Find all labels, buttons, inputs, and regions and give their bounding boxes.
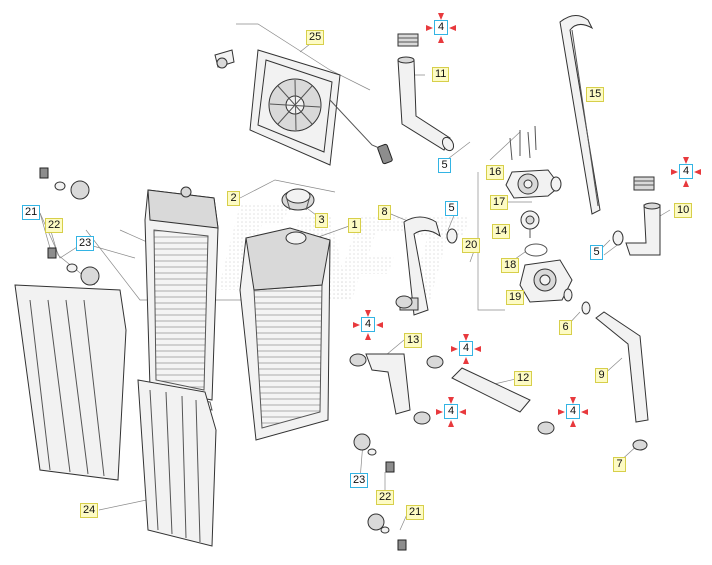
callout-23-lower: 23 [350,473,369,488]
callout-4-right: 4 [671,157,701,187]
callout-25: 25 [306,30,325,45]
callout-4-left-label: 4 [361,317,375,332]
callout-18: 18 [501,258,520,273]
callout-3: 3 [315,213,328,228]
callout-9: 9 [595,368,608,383]
hose-right [612,176,661,256]
bolts-left [39,167,100,286]
callout-19: 19 [506,290,525,305]
callout-13: 13 [404,333,423,348]
hose-lower-right [581,301,649,451]
hose-lower-left [349,295,444,425]
callout-21-left: 21 [22,205,41,220]
callout-2: 2 [227,191,240,206]
pump-cover [519,259,573,303]
callout-15: 15 [586,87,605,102]
callout-4-top-label: 4 [434,20,448,35]
callout-4-right-label: 4 [679,164,693,179]
radiator-right [239,227,331,441]
callout-4-lower-right-label: 4 [566,404,580,419]
callout-6: 6 [559,320,572,335]
radiator-fan [214,49,393,166]
thermostat [520,210,540,238]
callout-16: 16 [486,165,505,180]
callout-5-right: 5 [590,245,603,260]
callout-4-lower-right: 4 [558,397,588,427]
radiator-cap [281,188,315,211]
radiator-cover-right [137,379,217,547]
bolts-lower [353,433,407,551]
callout-11: 11 [432,67,450,82]
radiator-cover-left [14,284,127,481]
hose-upper [397,33,455,152]
callout-4-center-label: 4 [459,341,473,356]
thermostat-housing [505,125,562,199]
hose-middle [399,216,458,316]
callout-1: 1 [348,218,361,233]
callout-4-lower: 4 [436,397,466,427]
callout-22-left: 22 [45,218,64,233]
callout-7: 7 [613,457,626,472]
o-ring [524,243,548,257]
callout-5-upper: 5 [438,158,451,173]
radiator-left [144,186,219,411]
callout-14: 14 [492,224,511,239]
callout-22-lower: 22 [376,490,395,505]
callout-20: 20 [462,238,481,253]
callout-4-left: 4 [353,310,383,340]
callout-4-center: 4 [451,334,481,364]
callout-21-lower: 21 [406,505,425,520]
callout-12: 12 [514,371,533,386]
callout-4-top: 4 [426,13,456,43]
callout-10: 10 [674,203,693,218]
callout-4-lower-label: 4 [444,404,458,419]
callout-24: 24 [80,503,99,518]
callout-23-left: 23 [76,236,95,251]
arrow-markers [353,13,701,427]
callout-5-middle: 5 [445,201,458,216]
hose-long [559,15,601,215]
callout-17: 17 [490,195,509,210]
callout-8: 8 [378,205,391,220]
hose-lower-straight [451,367,555,435]
